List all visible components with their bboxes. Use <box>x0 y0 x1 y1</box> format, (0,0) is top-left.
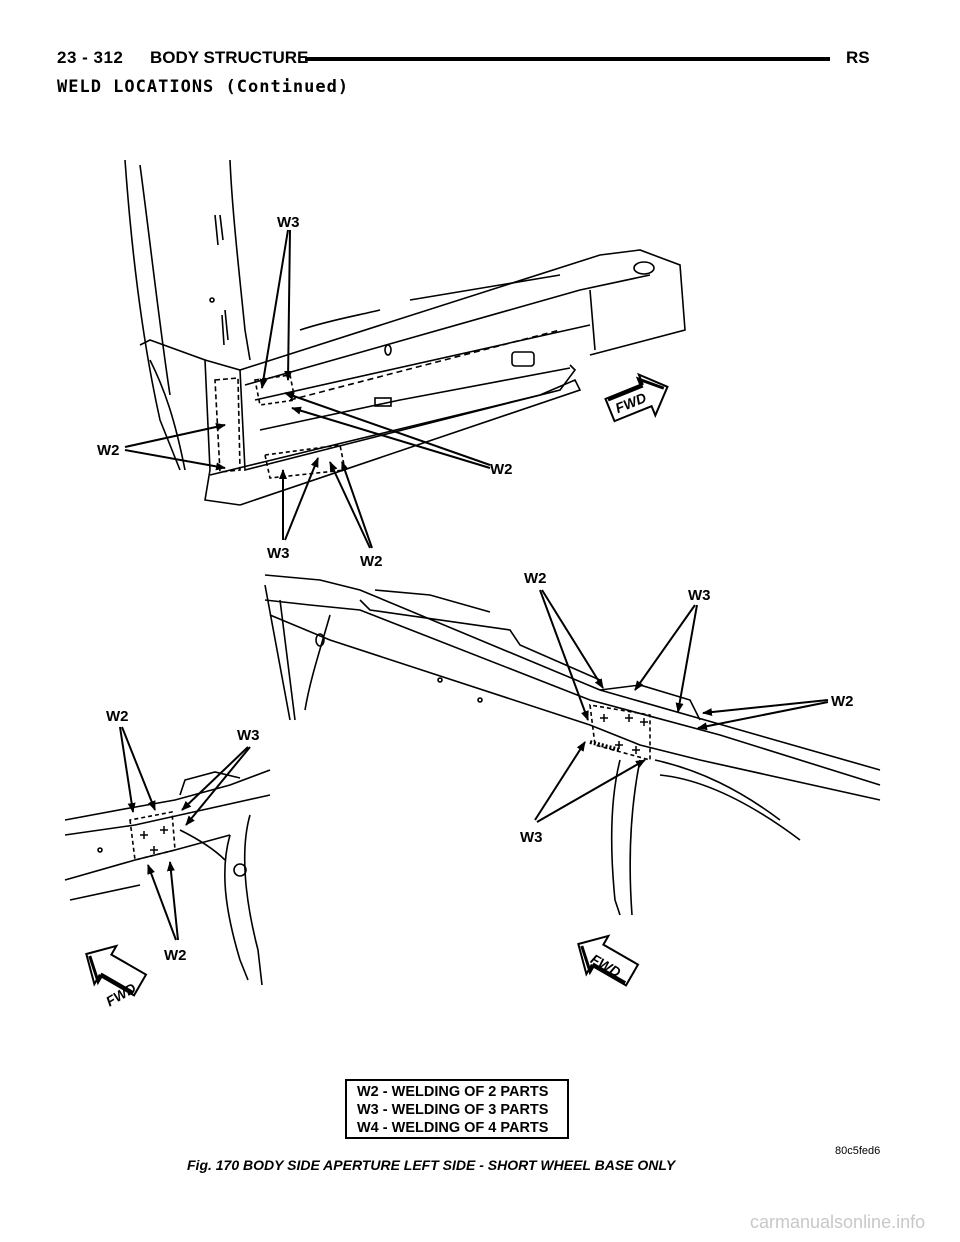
fwd-arrow-top: FWD <box>604 372 669 423</box>
svg-text:W2: W2 <box>524 570 547 587</box>
right-view-welds <box>589 714 648 754</box>
top-view-structure <box>124 159 686 506</box>
left-view-callouts <box>119 726 251 941</box>
svg-text:W2: W2 <box>360 553 383 570</box>
section-title: WELD LOCATIONS (Continued) <box>57 77 350 97</box>
figure-caption: Fig. 170 BODY SIDE APERTURE LEFT SIDE - … <box>187 1157 676 1173</box>
weld-diagram: FWD W3 W2 W2 W3 W2 <box>64 159 881 1009</box>
right-view-labels: W2 W3 W2 W3 <box>520 570 854 846</box>
top-view-labels: W3 W2 W2 W3 W2 <box>97 214 513 570</box>
right-view-callouts <box>534 589 829 823</box>
left-view-labels: W2 W3 W2 <box>106 708 260 964</box>
legend-item: W4 - WELDING OF 4 PARTS <box>357 1120 549 1136</box>
page-title: BODY STRUCTURE <box>150 48 309 67</box>
svg-text:W2: W2 <box>106 708 129 725</box>
svg-text:W3: W3 <box>520 829 543 846</box>
legend-item: W3 - WELDING OF 3 PARTS <box>357 1102 549 1118</box>
legend-item: W2 - WELDING OF 2 PARTS <box>357 1084 549 1100</box>
svg-text:W3: W3 <box>688 587 711 604</box>
weld-legend: W2 - WELDING OF 2 PARTS W3 - WELDING OF … <box>345 1079 569 1139</box>
svg-text:W2: W2 <box>831 693 854 710</box>
right-view-structure <box>264 574 881 916</box>
svg-text:W3: W3 <box>237 727 260 744</box>
fwd-arrow-right <box>577 934 640 987</box>
watermark: carmanualsonline.info <box>750 1212 926 1232</box>
top-view-callouts <box>124 229 491 549</box>
svg-text:W2: W2 <box>490 461 513 478</box>
fwd-arrow-left <box>85 944 148 997</box>
figure-id: 80c5fed6 <box>835 1145 881 1157</box>
svg-text:W2: W2 <box>164 947 187 964</box>
header-rule <box>305 57 830 61</box>
svg-text:W3: W3 <box>267 545 290 562</box>
model-code: RS <box>846 48 870 67</box>
left-view-welds <box>140 826 168 854</box>
page-number: 23 - 312 <box>57 48 124 67</box>
svg-text:W2: W2 <box>97 442 120 459</box>
svg-text:W3: W3 <box>277 214 300 231</box>
